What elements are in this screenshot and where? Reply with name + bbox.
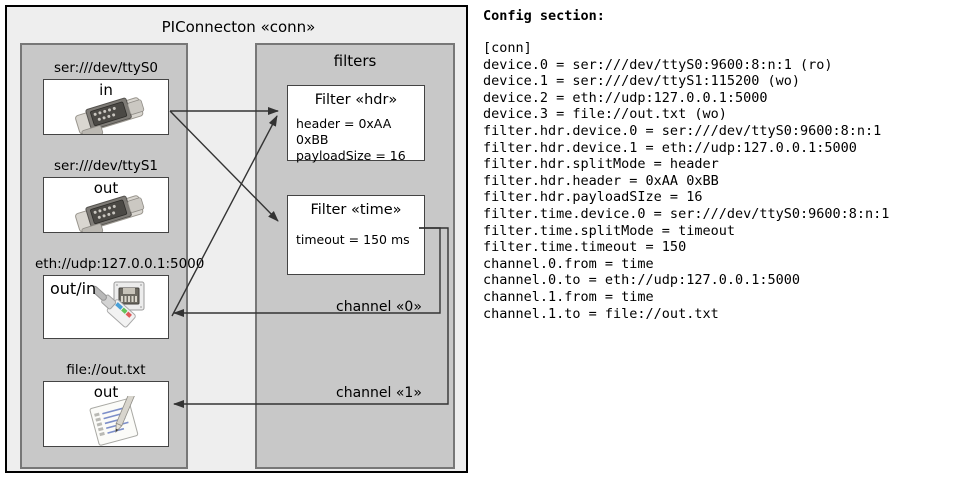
piconnecton-outer-box: PIConnecton «conn» ser:///dev/ttyS0 in [5, 5, 468, 473]
config-lines: [conn]device.0 = ser:///dev/ttyS0:9600:8… [483, 40, 961, 322]
config-section: Config section: [conn]device.0 = ser:///… [483, 8, 961, 322]
config-line: filter.time.device.0 = ser:///dev/ttyS0:… [483, 205, 890, 222]
device-group-ttys0: ser:///dev/ttyS0 in [35, 59, 177, 135]
config-line: filter.time.timeout = 150 [483, 239, 687, 256]
filter-hdr-box[interactable]: Filter «hdr» header = 0xAA 0xBB payloadS… [287, 85, 425, 164]
filter-time-prop-timeout: timeout = 150 ms [296, 232, 410, 247]
config-line: channel.1.from = time [483, 288, 654, 305]
filter-hdr-prop-header: header = 0xAA 0xBB [296, 116, 392, 147]
serial-db9-icon [44, 80, 168, 134]
device-direction-file: out [93, 383, 119, 401]
filter-time-box[interactable]: Filter «time» timeout = 150 ms [287, 195, 425, 275]
device-direction-ttys1: out [93, 179, 119, 197]
config-line: channel.0.from = time [483, 255, 654, 272]
config-line: filter.hdr.splitMode = header [483, 156, 719, 173]
config-line: [conn] [483, 40, 532, 56]
device-box-ttys1[interactable]: out [43, 177, 169, 233]
config-line: device.3 = file://out.txt (wo) [483, 106, 727, 123]
device-label-file: file://out.txt [66, 362, 146, 378]
serial-db9-icon [44, 178, 168, 232]
devices-panel: ser:///dev/ttyS0 in [20, 43, 205, 469]
filter-hdr-props: header = 0xAA 0xBB payloadSize = 16 [296, 116, 424, 164]
device-direction-eth: out/in [50, 279, 97, 298]
device-box-file[interactable]: out [43, 381, 169, 447]
filter-hdr-prop-payloadsize: payloadSize = 16 [296, 148, 406, 163]
device-label-ttys1: ser:///dev/ttyS1 [54, 158, 158, 174]
config-line: filter.hdr.device.0 = ser:///dev/ttyS0:9… [483, 122, 882, 139]
device-direction-ttys0: in [99, 81, 113, 99]
filter-time-title: Filter «time» [310, 202, 402, 218]
config-line: filter.hdr.payloadSIze = 16 [483, 189, 703, 206]
config-line: channel.0.to = eth://udp:127.0.0.1:5000 [483, 272, 800, 289]
filter-time-props: timeout = 150 ms [296, 232, 410, 248]
page-title: PIConnecton «conn» [161, 18, 316, 36]
device-box-ttys0[interactable]: in [43, 79, 169, 135]
config-line: filter.hdr.header = 0xAA 0xBB [483, 172, 719, 189]
channel-0-label: channel «0» [336, 299, 422, 315]
device-group-eth: eth://udp:127.0.0.1:5000 out/in [35, 255, 205, 339]
filter-hdr-title: Filter «hdr» [314, 92, 398, 108]
channel-1-label: channel «1» [336, 385, 422, 401]
config-line: filter.time.splitMode = timeout [483, 222, 735, 239]
device-group-ttys1: ser:///dev/ttyS1 out [35, 157, 177, 233]
config-line: device.2 = eth://udp:127.0.0.1:5000 [483, 89, 768, 106]
device-label-ttys0: ser:///dev/ttyS0 [54, 60, 158, 76]
ethernet-rj45-icon [44, 276, 168, 338]
notepad-pencil-icon [44, 382, 168, 446]
config-line: channel.1.to = file://out.txt [483, 305, 719, 322]
device-group-file: file://out.txt out [35, 361, 177, 447]
device-box-eth[interactable]: out/in [43, 275, 169, 339]
config-heading: Config section: [483, 8, 605, 24]
filters-panel-title: filters [333, 52, 377, 70]
config-line: filter.hdr.device.1 = eth://udp:127.0.0.… [483, 139, 857, 156]
device-label-eth: eth://udp:127.0.0.1:5000 [35, 256, 205, 272]
config-line: device.0 = ser:///dev/ttyS0:9600:8:n:1 (… [483, 56, 833, 73]
config-line: device.1 = ser:///dev/ttyS1:115200 (wo) [483, 73, 800, 90]
